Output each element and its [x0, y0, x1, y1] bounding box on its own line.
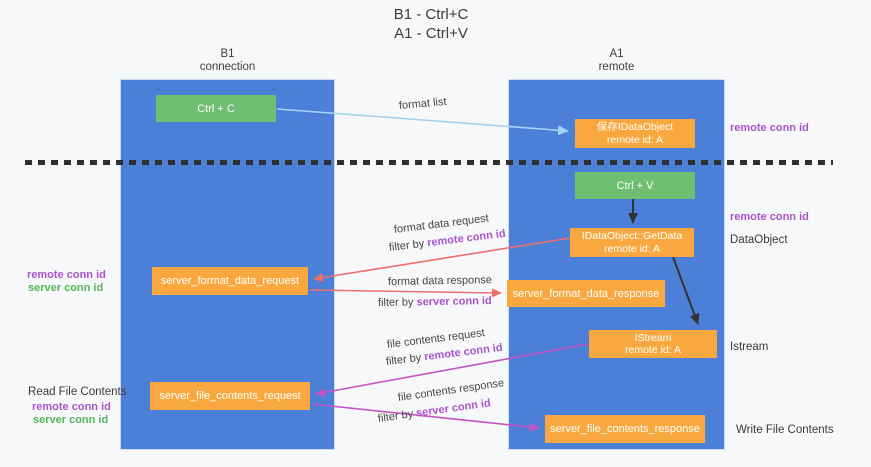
diagram-title-line2: A1 - Ctrl+V — [394, 25, 468, 42]
diagram-title-line1: B1 - Ctrl+C — [393, 6, 469, 23]
side-server-conn-id-left2: server conn id — [33, 414, 109, 426]
label-format-list: format list — [398, 95, 448, 112]
side-dataobject: DataObject — [730, 234, 788, 246]
filter-by-text: filter by — [377, 408, 414, 425]
node-store-idataobject-line2: remote id: A — [606, 133, 664, 146]
node-ctrl-v-label: Ctrl + V — [616, 179, 654, 192]
side-read-file-contents: Read File Contents — [28, 386, 127, 398]
arrow-format-data-response — [309, 288, 502, 298]
node-idataobject-getdata-line2: remote id: A — [603, 242, 661, 255]
node-ctrl-c: Ctrl + C — [156, 95, 276, 122]
node-idataobject-getdata: IDataObject::GetData remote id: A — [570, 228, 694, 257]
lane-a1-header: A1 remote — [508, 48, 725, 74]
lane-a1-name: A1 — [609, 48, 624, 60]
node-ctrl-c-label: Ctrl + C — [197, 102, 235, 115]
side-remote-conn-id-left1: remote conn id — [27, 269, 106, 281]
node-istream-line1: IStream — [634, 331, 672, 344]
node-server-format-data-response-label: server_format_data_response — [512, 287, 660, 300]
lane-b1-subtitle: connection — [199, 61, 256, 73]
node-store-idataobject-line1: 保存IDataObject — [596, 121, 674, 133]
lane-b1-header: B1 connection — [120, 48, 335, 74]
node-istream-line2: remote id: A — [624, 344, 682, 356]
lane-b1-name: B1 — [220, 48, 235, 60]
node-server-file-contents-request: server_file_contents_request — [150, 382, 310, 410]
node-ctrl-v: Ctrl + V — [575, 172, 695, 199]
node-store-idataobject: 保存IDataObject remote id: A — [575, 119, 695, 148]
lane-a1-subtitle: remote — [598, 61, 635, 73]
label-filter-by-server-conn-id-1: filter by server conn id — [378, 295, 492, 309]
server-conn-id-text: server conn id — [416, 295, 492, 309]
side-remote-conn-id-top: remote conn id — [730, 122, 809, 134]
side-remote-conn-id-mid: remote conn id — [730, 211, 809, 223]
filter-by-text: filter by — [385, 351, 422, 368]
server-conn-id-text: server conn id — [415, 397, 492, 420]
dashed-separator-line — [25, 160, 833, 165]
node-istream: IStream remote id: A — [589, 330, 717, 358]
remote-conn-id-text: remote conn id — [426, 227, 507, 250]
filter-by-text: filter by — [377, 296, 414, 309]
node-server-file-contents-response-label: server_file_contents_response — [550, 423, 700, 435]
node-server-format-data-request: server_format_data_request — [152, 267, 308, 295]
label-format-data-response: format data response — [387, 274, 493, 288]
node-server-format-data-request-label: server_format_data_request — [160, 275, 300, 287]
filter-by-text: filter by — [388, 237, 425, 254]
label-filter-by-server-conn-id-2: filter by server conn id — [377, 397, 491, 425]
side-remote-conn-id-left2: remote conn id — [32, 401, 111, 413]
node-server-format-data-response: server_format_data_response — [507, 280, 665, 307]
node-server-file-contents-request-label: server_file_contents_request — [159, 390, 301, 402]
side-istream: Istream — [730, 341, 769, 353]
side-server-conn-id-left1: server conn id — [28, 282, 104, 294]
side-write-file-contents: Write File Contents — [736, 424, 834, 436]
node-idataobject-getdata-line1: IDataObject::GetData — [581, 230, 683, 242]
diagram-title: B1 - Ctrl+C A1 - Ctrl+V — [0, 5, 862, 43]
node-server-file-contents-response: server_file_contents_response — [545, 415, 705, 443]
